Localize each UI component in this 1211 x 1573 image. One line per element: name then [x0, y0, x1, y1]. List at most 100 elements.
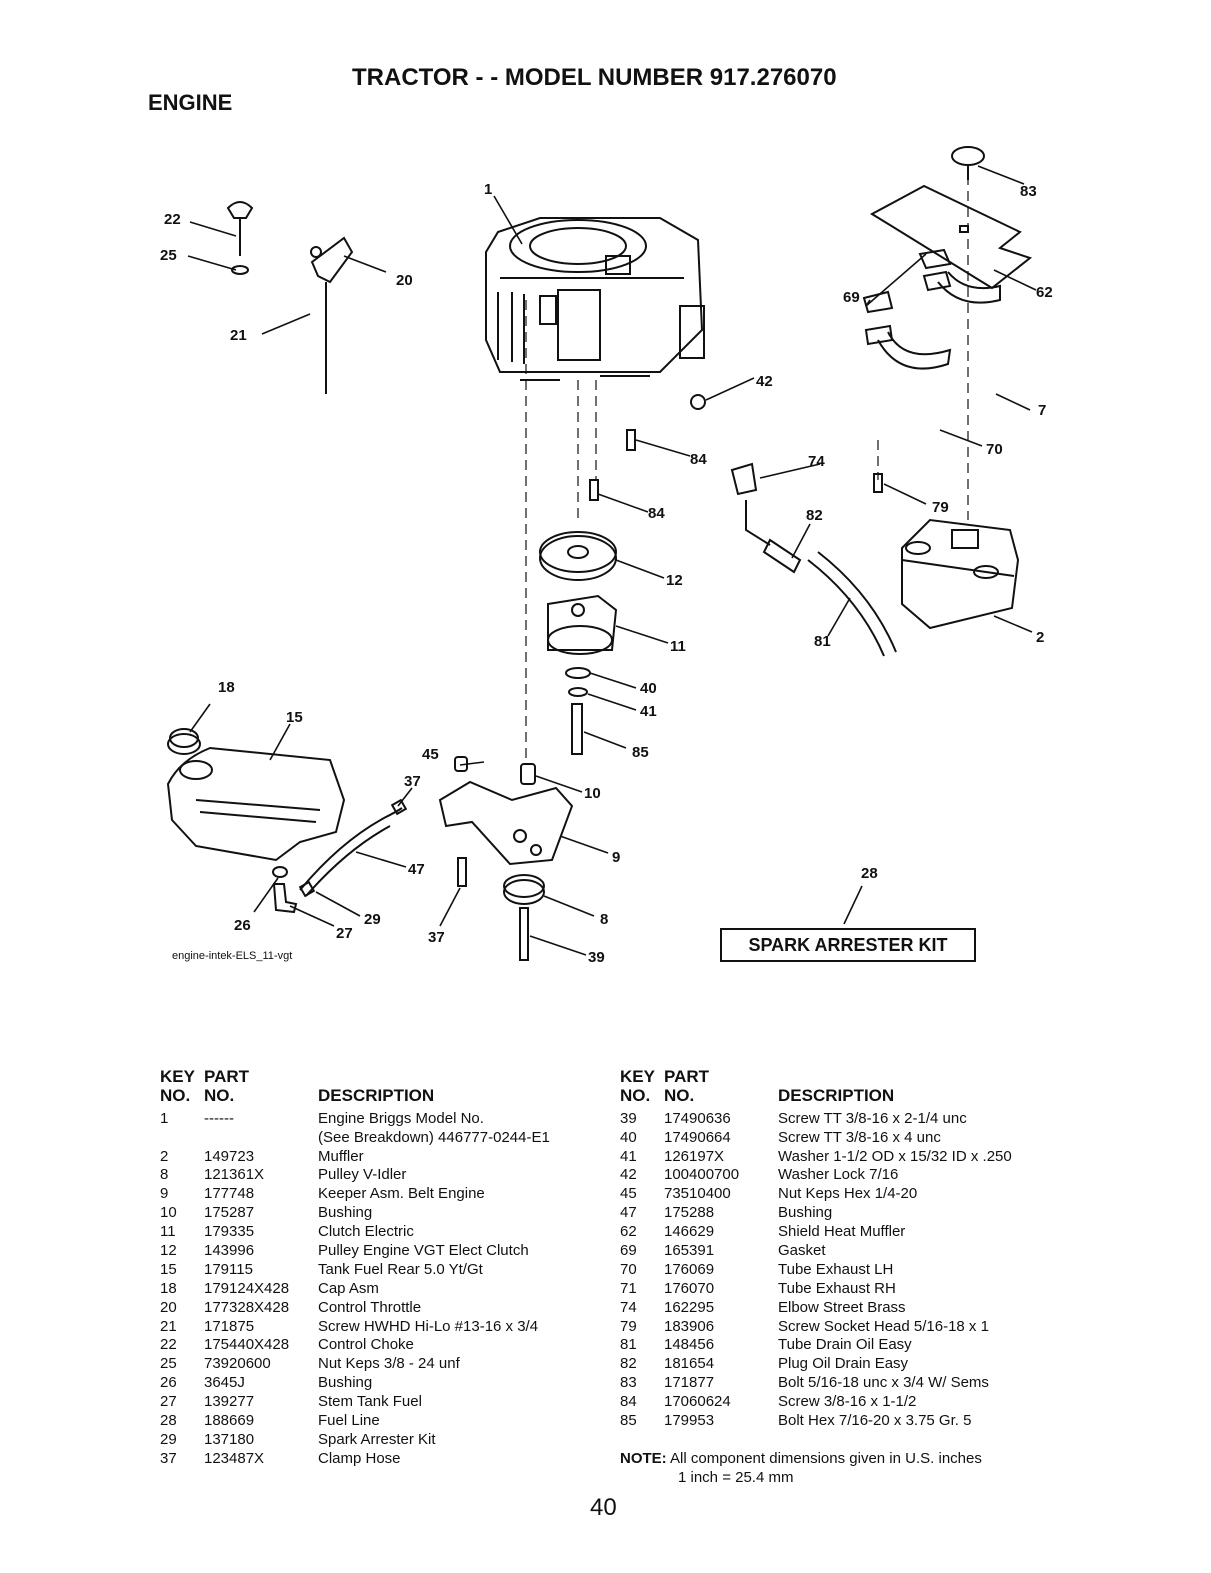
page-title: TRACTOR - - MODEL NUMBER 917.276070 — [352, 64, 837, 91]
header-part: PART — [204, 1067, 250, 1086]
callout-39: 37 — [428, 929, 445, 946]
header-description: DESCRIPTION — [318, 1085, 435, 1105]
spark-arrester-kit-box: SPARK ARRESTER KIT — [720, 928, 976, 962]
callout-45: 42 — [756, 373, 773, 390]
callout-29: 28 — [861, 865, 878, 882]
note-line-1: All component dimensions given in U.S. i… — [670, 1450, 982, 1467]
section-title: ENGINE — [148, 90, 233, 115]
callout-70: 70 — [986, 441, 1003, 458]
table-header-row-1: KEY PART — [620, 1067, 1060, 1087]
callout-28: 47 — [408, 861, 425, 878]
callout-37-mid: 37 — [404, 773, 421, 790]
callout-labels: 1 2 7 8 9 10 11 12 15 18 20 21 22 25 26 … — [160, 181, 1053, 966]
parts-table-left: KEY PART NO. NO. DESCRIPTION 1------Engi… — [160, 1067, 600, 1469]
table-header-row-2: NO. NO. DESCRIPTION — [160, 1085, 600, 1106]
page-number: 40 — [590, 1494, 617, 1521]
callout-20: 20 — [396, 272, 413, 289]
table-header-row-2: NO. NO. DESCRIPTION — [620, 1085, 1060, 1106]
callout-69: 69 — [843, 289, 860, 306]
callout-10: 10 — [584, 785, 601, 802]
callout-9: 9 — [612, 849, 620, 866]
callout-21: 21 — [230, 327, 247, 344]
callout-18: 18 — [218, 679, 235, 696]
callout-82: 82 — [806, 507, 823, 524]
callout-12: 12 — [666, 572, 683, 589]
engine-exploded-diagram: 1 2 7 8 9 10 11 12 15 18 20 21 22 25 26 … — [160, 146, 1053, 966]
callout-22: 22 — [164, 211, 181, 228]
callout-83: 83 — [1020, 183, 1037, 200]
callout-84-upper: 84 — [690, 451, 707, 468]
header-part: PART — [664, 1067, 710, 1086]
header-part-no: NO. — [204, 1085, 235, 1105]
callout-40: 39 — [588, 949, 605, 966]
note-label: NOTE: — [620, 1450, 667, 1467]
callout-74: 74 — [808, 453, 825, 470]
callout-27: 27 — [336, 925, 353, 942]
callout-26: 26 — [234, 917, 251, 934]
table-row: (See Breakdown) 446777-0244-E1 — [318, 1128, 550, 1146]
header-part-no: NO. — [664, 1085, 695, 1105]
header-description: DESCRIPTION — [778, 1085, 895, 1105]
callout-15: 15 — [286, 709, 303, 726]
callout-81: 81 — [814, 633, 831, 650]
callout-37-fuel: 29 — [364, 911, 381, 928]
callout-79: 79 — [932, 499, 949, 516]
callout-42: 41 — [640, 703, 657, 720]
dimension-note: NOTE: All component dimensions given in … — [620, 1449, 982, 1487]
note-line-2: 1 inch = 25.4 mm — [678, 1469, 794, 1486]
callout-8: 8 — [600, 911, 608, 928]
table-header-row-1: KEY PART — [160, 1067, 600, 1087]
callout-25: 25 — [160, 247, 177, 264]
image-code: engine-intek-ELS_11-vgt — [172, 950, 293, 962]
callout-85: 85 — [632, 744, 649, 761]
header-no: NO. — [620, 1085, 651, 1105]
callout-7: 7 — [1038, 402, 1046, 419]
table-row: 1------Engine Briggs Model No. — [160, 1109, 484, 1127]
callout-11: 11 — [670, 638, 686, 655]
header-no: NO. — [160, 1085, 191, 1105]
callout-1: 1 — [484, 181, 492, 198]
callout-47: 45 — [422, 746, 439, 763]
callout-2: 2 — [1036, 629, 1044, 646]
callout-62: 62 — [1036, 284, 1053, 301]
callout-84-lower: 84 — [648, 505, 665, 522]
callout-41: 40 — [640, 680, 657, 697]
header-key: KEY — [620, 1067, 655, 1086]
header-key: KEY — [160, 1067, 195, 1086]
